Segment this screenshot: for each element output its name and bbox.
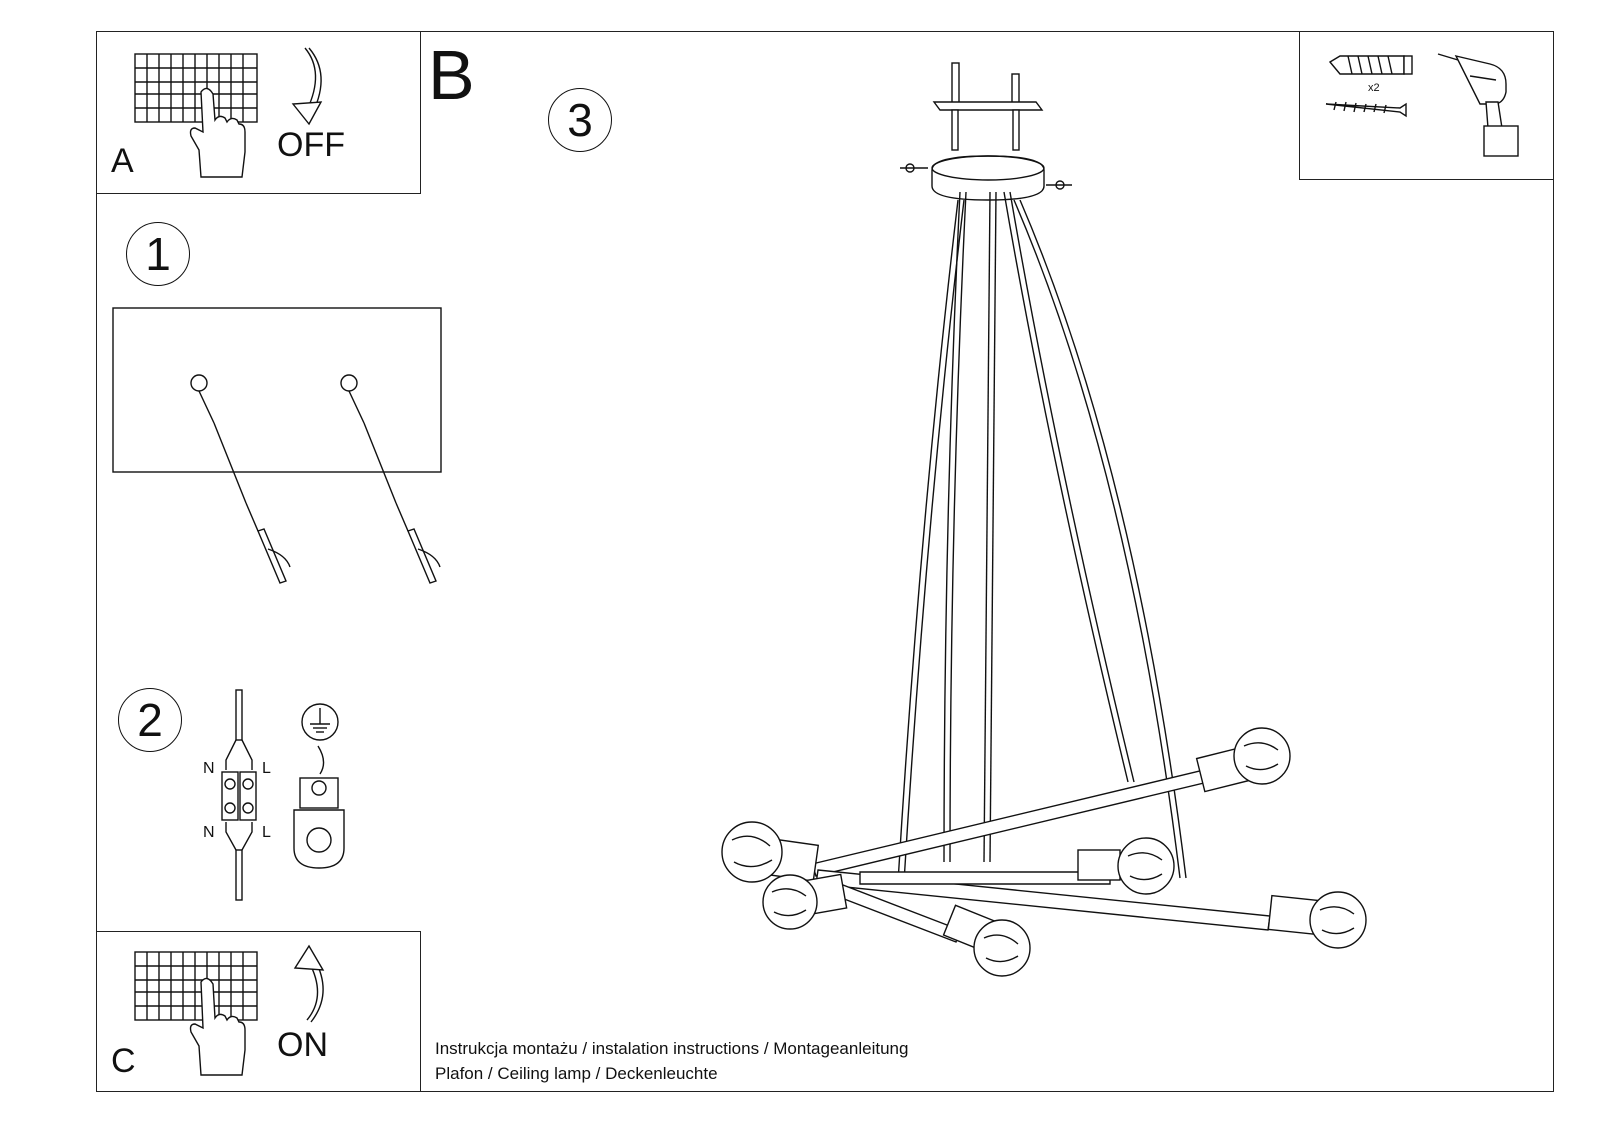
wall-plug-icon: [348, 390, 441, 584]
panel-power-on: C ON: [96, 931, 421, 1092]
wire-neutral-label-top: N: [203, 760, 215, 777]
lamp-arms: [811, 769, 1271, 943]
required-tools-panel: x2: [1299, 31, 1554, 180]
ground-symbol-icon: [301, 703, 339, 741]
light-bulb: [1267, 891, 1367, 949]
light-bulb: [762, 873, 848, 930]
step-1-number: 1: [126, 222, 190, 286]
instruction-sheet-frame: [96, 31, 1554, 1092]
drill-icon: [1437, 53, 1519, 157]
light-bulb: [1077, 837, 1175, 895]
step-3-number: 3: [548, 88, 612, 152]
canopy: [900, 155, 1072, 201]
hand-icon: [189, 977, 246, 1076]
curved-arrow-icon: [291, 47, 323, 126]
panel-a-letter: A: [111, 142, 134, 180]
wire-neutral-label-bottom: N: [203, 824, 215, 841]
light-bulb: [942, 904, 1031, 977]
ceiling-drilling-illustration: [112, 307, 442, 584]
panel-b-letter: B: [428, 36, 475, 114]
wall-plug-icon: [198, 390, 291, 584]
power-on-label: ON: [277, 1026, 328, 1064]
circuit-breaker-icon: [134, 951, 258, 1021]
hand-icon: [189, 87, 246, 178]
screw-quantity: x2: [1368, 82, 1380, 94]
wire-live-label-bottom: L: [262, 824, 271, 841]
light-bulb: [1195, 727, 1291, 793]
screw-icon: [1325, 101, 1407, 118]
mounting-bracket: [932, 62, 1044, 151]
ground-terminal-illustration: [293, 703, 345, 869]
wire-live-label-top: L: [262, 760, 271, 777]
circuit-breaker-icon: [134, 53, 258, 123]
caption-product: Plafon / Ceiling lamp / Deckenleuchte: [435, 1064, 718, 1083]
light-bulb: [721, 821, 820, 883]
panel-power-off: A OFF: [96, 31, 421, 194]
power-off-label: OFF: [277, 126, 345, 164]
wall-plug-icon: [1328, 55, 1413, 75]
caption-instructions: Instrukcja montażu / instalation instruc…: [435, 1039, 909, 1058]
terminal-block-icon: [221, 689, 257, 901]
panel-c-letter: C: [111, 1042, 136, 1080]
curved-arrow-icon: [293, 944, 325, 1023]
step-2-number: 2: [118, 688, 182, 752]
suspension-cables: [897, 191, 1187, 883]
